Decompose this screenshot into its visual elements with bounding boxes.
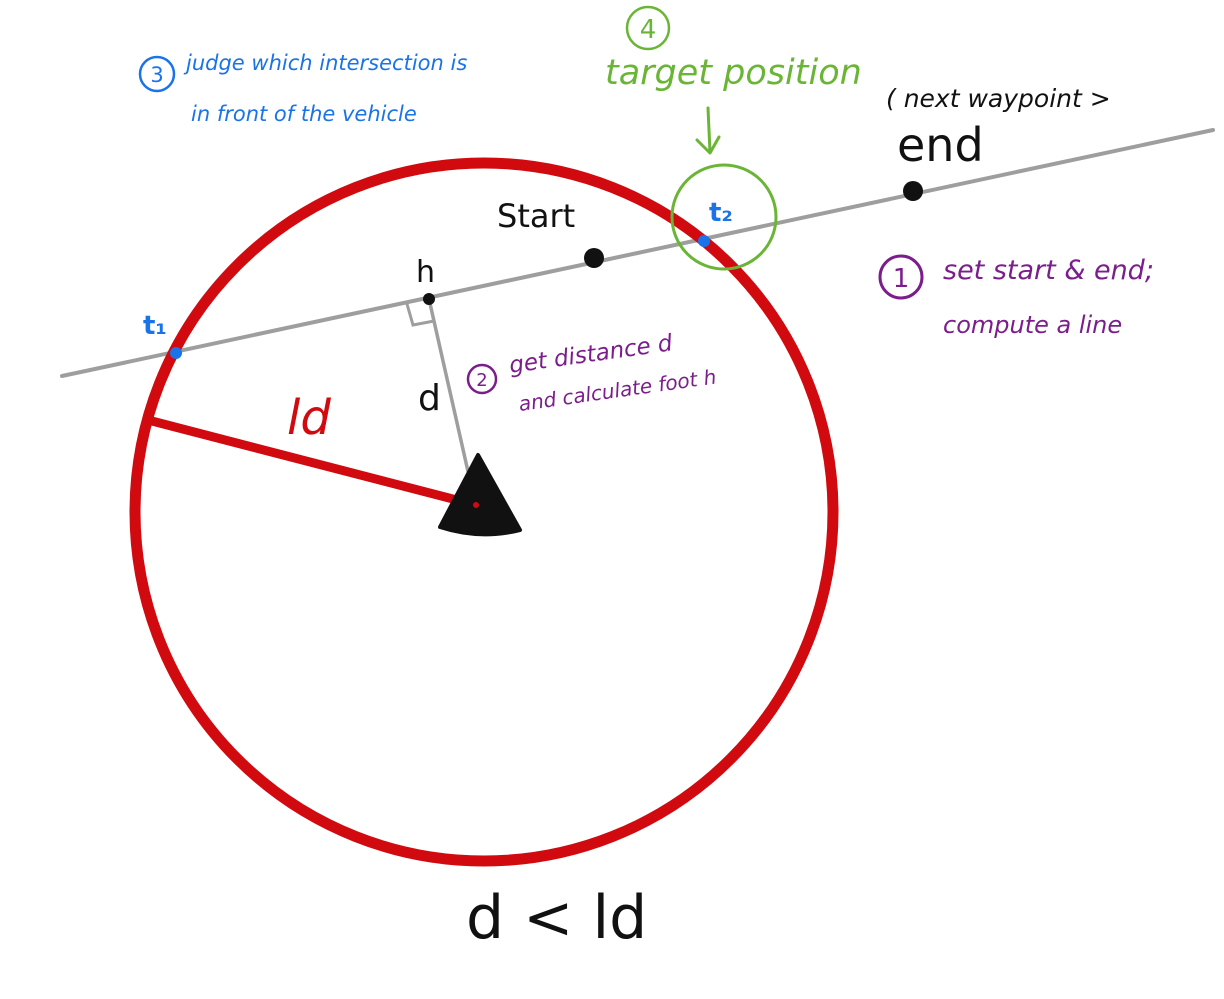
path-line [60, 128, 1215, 378]
label-ld: ld [287, 390, 331, 446]
circled-number-icon [466, 363, 498, 395]
down-arrow-icon [695, 106, 721, 155]
label-start: Start [497, 197, 575, 235]
vehicle-center [473, 502, 479, 508]
target-highlight-circle [670, 163, 778, 271]
condition-label: d < ld [466, 883, 647, 953]
label-t2: t₂ [709, 198, 733, 228]
step-4-line-1: target position [605, 53, 862, 93]
step-3-line-1: judge which intersection is [183, 51, 467, 75]
label-t1: t₁ [143, 311, 167, 341]
circled-number-icon [625, 5, 671, 51]
step-1-number: 1 [893, 264, 910, 294]
step-1-line-2: compute a line [943, 311, 1122, 339]
step-1-line-1: set start & end; [943, 255, 1154, 286]
label-end: end [897, 118, 984, 172]
intersection-t1 [170, 347, 182, 359]
end-point [903, 181, 923, 201]
lookahead-radius [143, 415, 481, 510]
step-3-line-2: in front of the vehicle [191, 102, 417, 126]
step-2-number: 2 [476, 370, 487, 391]
circled-number-icon [138, 55, 176, 93]
label-h: h [416, 255, 435, 290]
foot-h-point [423, 293, 435, 305]
start-point [584, 248, 604, 268]
step-3-number: 3 [150, 63, 163, 87]
intersection-t2 [698, 235, 710, 247]
circled-number-icon [878, 254, 924, 300]
step-2-line-1: get distance d [508, 330, 675, 379]
label-d: d [418, 378, 441, 419]
distance-d-line [427, 298, 476, 499]
right-angle-marker-icon [405, 303, 435, 327]
lookahead-circle [129, 157, 839, 867]
vehicle-icon [438, 453, 522, 537]
step-4-number: 4 [640, 15, 657, 45]
label-next-waypoint: ( next waypoint > [886, 84, 1111, 113]
